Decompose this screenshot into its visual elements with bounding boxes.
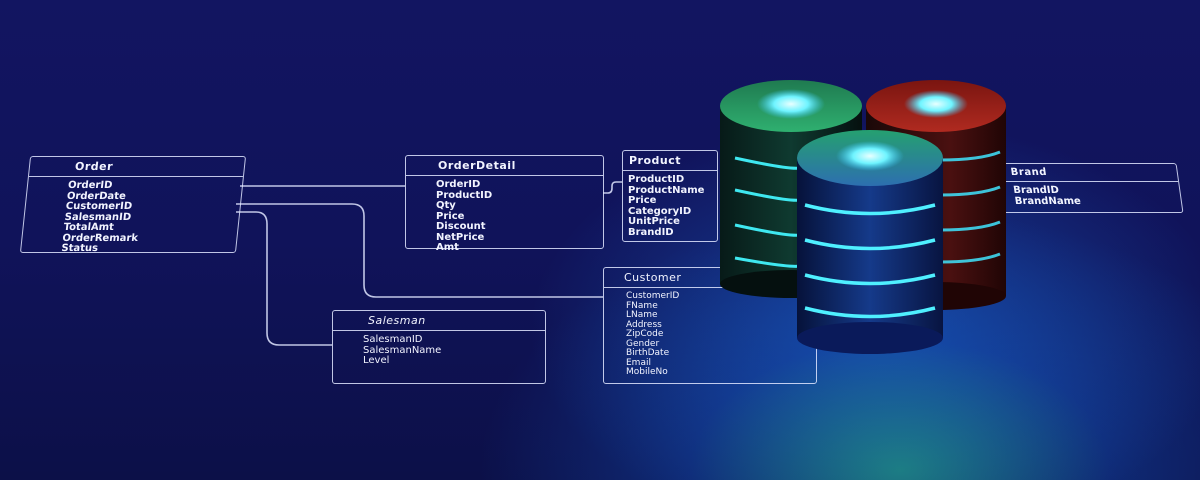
field: CategoryID [628, 205, 692, 217]
field: Gender [626, 338, 660, 349]
table-title: Product [623, 151, 717, 171]
field: Discount [436, 221, 486, 232]
field: Email [626, 357, 651, 368]
table-title: Salesman [333, 311, 545, 331]
field: Level [363, 355, 390, 366]
field: Address [626, 319, 662, 330]
field: BirthDate [626, 348, 670, 358]
field: Price [436, 210, 465, 222]
field: ProductID [436, 189, 493, 201]
table-order-detail: OrderDetail OrderID ProductID Qty Price … [405, 155, 604, 253]
field: ZipCode [626, 329, 664, 339]
field: BrandID [628, 226, 674, 238]
field: ProductName [628, 184, 705, 196]
field: LName [626, 310, 658, 320]
field: NetPrice [436, 231, 485, 243]
table-title: OrderDetail [406, 156, 603, 176]
order-customer-link [236, 203, 603, 298]
table-title: Customer [604, 268, 816, 288]
field: MobileNo [626, 367, 668, 377]
field: UnitPrice [628, 216, 680, 227]
table-customer: Customer CustomerID FName LName Address … [603, 267, 817, 384]
field: Amt [436, 242, 459, 253]
table-salesman: Salesman SalesmanID SalesmanName Level [332, 310, 546, 384]
table-product: Product ProductID ProductName Price Cate… [622, 150, 718, 242]
database-cylinder-blue-icon [797, 130, 943, 354]
field: OrderID [436, 179, 481, 190]
orderdetail-product-link [603, 181, 622, 194]
field: CustomerID [626, 291, 680, 301]
field: ProductID [628, 174, 685, 185]
order-salesman-link [236, 211, 332, 346]
field: SalesmanName [363, 344, 442, 356]
field: Price [628, 195, 657, 206]
field: FName [626, 300, 658, 311]
field: SalesmanID [363, 334, 423, 345]
field: Qty [436, 200, 456, 211]
